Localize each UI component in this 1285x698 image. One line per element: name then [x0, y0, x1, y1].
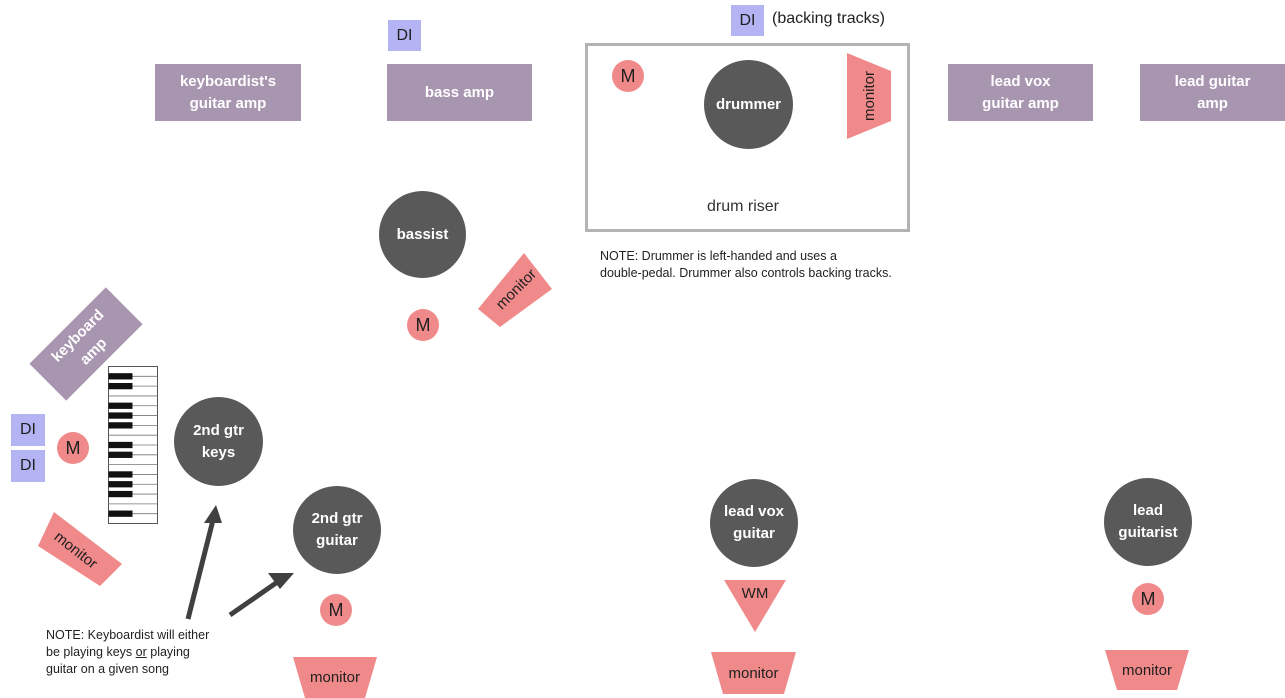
- backing-tracks-label: (backing tracks): [772, 10, 885, 27]
- keyboardist-note-line2: be playing keys or playing: [46, 644, 209, 661]
- lead-vox-monitor-label: monitor: [728, 664, 779, 682]
- piano-black-key: [108, 422, 133, 429]
- keys-mic: M: [57, 432, 89, 464]
- drummer-note: NOTE: Drummer is left-handed and uses a …: [600, 249, 892, 280]
- bassist-mic: M: [407, 309, 439, 341]
- piano-black-key: [108, 490, 133, 498]
- lead-guitar-amp: lead guitar amp: [1140, 64, 1285, 121]
- piano-black-key: [108, 481, 133, 488]
- lead-guitarist-mic: M: [1132, 583, 1164, 615]
- drummer-monitor: [847, 53, 891, 139]
- piano-black-key: [108, 451, 133, 458]
- piano-black-key: [108, 382, 133, 390]
- piano-black-key: [108, 373, 133, 380]
- lead-vox-monitor: [711, 652, 796, 694]
- wireless-mic-label: WM: [741, 584, 769, 602]
- keyboardist-arrows: [185, 505, 294, 620]
- second-gtr-monitor: [293, 657, 377, 698]
- second-gtr-keys-player: 2nd gtr keys: [174, 397, 263, 486]
- backing-tracks-di-box: DI: [731, 5, 764, 36]
- keys-di-box-2: DI: [11, 450, 45, 482]
- lead-vox-guitar-player: lead vox guitar: [710, 479, 798, 567]
- second-gtr-mic: M: [320, 594, 352, 626]
- drummer: drummer: [704, 60, 793, 149]
- keyboardist-note-line2-b: playing: [146, 645, 190, 659]
- bass-amp: bass amp: [387, 64, 532, 121]
- lead-guitarist-monitor: [1105, 650, 1189, 690]
- keyboardist-note-line2-a: be playing keys: [46, 645, 136, 659]
- lead-guitarist: lead guitarist: [1104, 478, 1192, 566]
- piano-black-key: [108, 510, 133, 517]
- keyboardist-note-line1: NOTE: Keyboardist will either: [46, 628, 210, 642]
- drummer-monitor-label: monitor: [860, 70, 878, 122]
- bass-di-box: DI: [388, 20, 421, 51]
- bassist-monitor: [478, 253, 552, 327]
- piano-black-key: [108, 441, 133, 449]
- keyboardist-note-line3: guitar on a given song: [46, 662, 170, 676]
- lead-guitarist-monitor-label: monitor: [1121, 661, 1173, 679]
- bassist: bassist: [379, 191, 466, 278]
- keyboardist-note-or: or: [135, 645, 147, 659]
- keys-di-box-1: DI: [11, 414, 45, 446]
- second-gtr-monitor-label: monitor: [309, 668, 361, 686]
- keyboardist-note: NOTE: Keyboardist will either be playing…: [46, 627, 209, 678]
- lead-vox-guitar-amp: lead vox guitar amp: [948, 64, 1093, 121]
- drummer-mic: M: [612, 60, 644, 92]
- drum-riser: [585, 43, 910, 232]
- keys-monitor: [38, 512, 122, 586]
- piano-black-key: [108, 412, 133, 419]
- second-gtr-guitar-player: 2nd gtr guitar: [293, 486, 381, 574]
- keyboardist-guitar-amp: keyboardist's guitar amp: [155, 64, 301, 121]
- piano-black-key: [108, 471, 133, 478]
- drum-riser-label: drum riser: [707, 198, 780, 215]
- wireless-mic: [724, 580, 786, 632]
- piano-black-key: [108, 402, 133, 409]
- keyboard-instrument: [108, 366, 158, 524]
